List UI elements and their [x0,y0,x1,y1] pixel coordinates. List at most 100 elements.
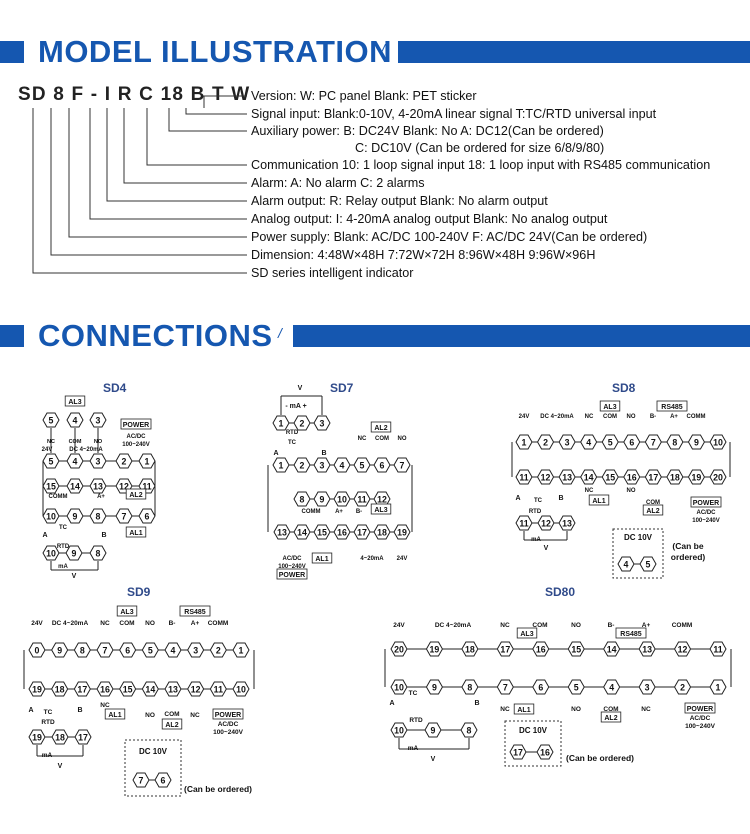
terminal-12 [673,641,692,657]
sd80-no: NO [571,622,581,629]
sd8-dc420: DC 4~20mA [540,414,574,420]
sd9-al2: AL2 [165,722,178,729]
terminal-number: 13 [168,684,178,694]
terminal-4 [66,453,84,469]
sd9-canbe: (Can be ordered) [184,784,252,794]
terminal-3 [313,457,331,473]
sd4-dc420: DC 4~20mA [69,447,103,453]
sd8-comm: COMM [687,414,706,420]
terminal-number: 7 [400,460,405,470]
terminal-number: 11 [519,518,528,528]
terminal-number: 10 [394,682,404,692]
terminal-number: 15 [46,481,56,491]
sd7-al1-box [311,552,333,564]
terminal-11 [515,515,533,531]
sd80-a: A [389,700,394,707]
terminal-9 [313,491,331,507]
terminal-number: 18 [55,732,65,742]
sd7-power: POWER [279,572,305,579]
terminal-2 [115,453,133,469]
sd9-dc420: DC 4~20mA [52,620,89,627]
terminal-number: 13 [562,518,572,528]
terminal-16 [333,524,351,540]
sd7-acdc: AC/DC [283,556,303,562]
sd4-al3-label-box [64,395,86,407]
terminal-13 [164,681,182,697]
terminal-1 [272,457,290,473]
sd8-a: A [515,495,520,502]
terminal-number: 5 [148,645,153,655]
sd80-dc10v: DC 10V [519,726,548,735]
terminal-number: 3 [320,418,325,428]
terminal-12 [187,681,205,697]
model-code: SD 8 F - I R C 18 B T W [18,84,251,105]
diagram-label-sd9: SD9 [127,585,151,599]
terminal-number: 9 [57,645,62,655]
sd4-al2: AL2 [129,492,142,499]
terminal-number: 13 [277,527,287,537]
terminal-number: 18 [55,684,65,694]
terminal-19 [28,681,46,697]
banner-bar-right [398,41,750,63]
sd8-canbe: (Can be [672,541,703,551]
sd80-power: POWER [687,706,713,713]
desc-aux-power: Auxiliary power: B: DC24V Blank: No A: D… [251,124,604,138]
terminal-15 [313,524,331,540]
sd4-power: POWER [123,422,149,429]
sd9-power-box [212,708,244,720]
terminal-number: 6 [629,437,634,447]
terminal-8 [293,491,311,507]
terminal-7 [96,642,114,658]
terminal-number: 10 [713,437,723,447]
terminal-7 [393,457,411,473]
terminal-number: 13 [642,644,652,654]
terminal-3 [187,642,205,658]
sd7-al2-box [370,421,392,433]
sd80-com2: COM [603,706,618,713]
sd80-ma: mA [408,745,419,752]
terminal-4 [580,434,598,450]
desc-aux-power-c: C: DC10V (Can be ordered for size 6/8/9/… [355,141,605,155]
terminal-number: 17 [500,644,510,654]
desc-version: Version: W: PC panel Blank: PET sticker [251,89,477,103]
terminal-number: 6 [161,775,166,785]
terminal-number: 3 [565,437,570,447]
sd9-rs485: RS485 [184,609,206,616]
terminal-number: 1 [522,437,527,447]
terminal-number: 16 [100,684,110,694]
terminal-13 [558,515,576,531]
desc-analog-output: Analog output: I: 4-20mA analog output B… [251,212,608,226]
desc-dimension: Dimension: 4:48W×48H 7:72W×72H 8:96W×48H… [251,248,596,262]
terminal-number: 6 [380,460,385,470]
terminal-14 [66,478,84,494]
sd7-420: 4~20mA [360,556,384,562]
terminal-17 [74,729,92,745]
terminal-18 [461,641,479,657]
terminal-number: 7 [103,645,108,655]
terminal-0 [28,642,46,658]
terminal-1 [709,679,727,695]
diagram-label-sd7: SD7 [330,381,354,395]
terminal-number: 2 [300,460,305,470]
terminal-number: 11 [357,494,366,504]
terminal-16 [536,744,554,760]
terminal-number: 15 [605,472,615,482]
terminal-5 [639,556,657,572]
terminal-number: 4 [171,645,176,655]
sd8-al3: AL3 [603,404,616,411]
sd8-v: V [544,545,549,552]
sd9-al1: AL1 [108,712,121,719]
terminal-number: 14 [145,684,155,694]
sd9-al2-box [161,718,183,730]
terminal-number: 14 [70,481,80,491]
sd9-acdc: AC/DC [218,721,239,728]
diagram-label-sd80: SD80 [545,585,576,599]
terminal-9 [425,679,444,695]
terminal-11 [353,491,371,507]
sd8-b: B [558,495,563,502]
sd4-v: V [72,573,77,580]
terminal-16 [532,641,550,657]
terminal-number: 0 [35,645,40,655]
sd80-b: B [474,700,479,707]
terminal-number: 10 [46,511,56,521]
